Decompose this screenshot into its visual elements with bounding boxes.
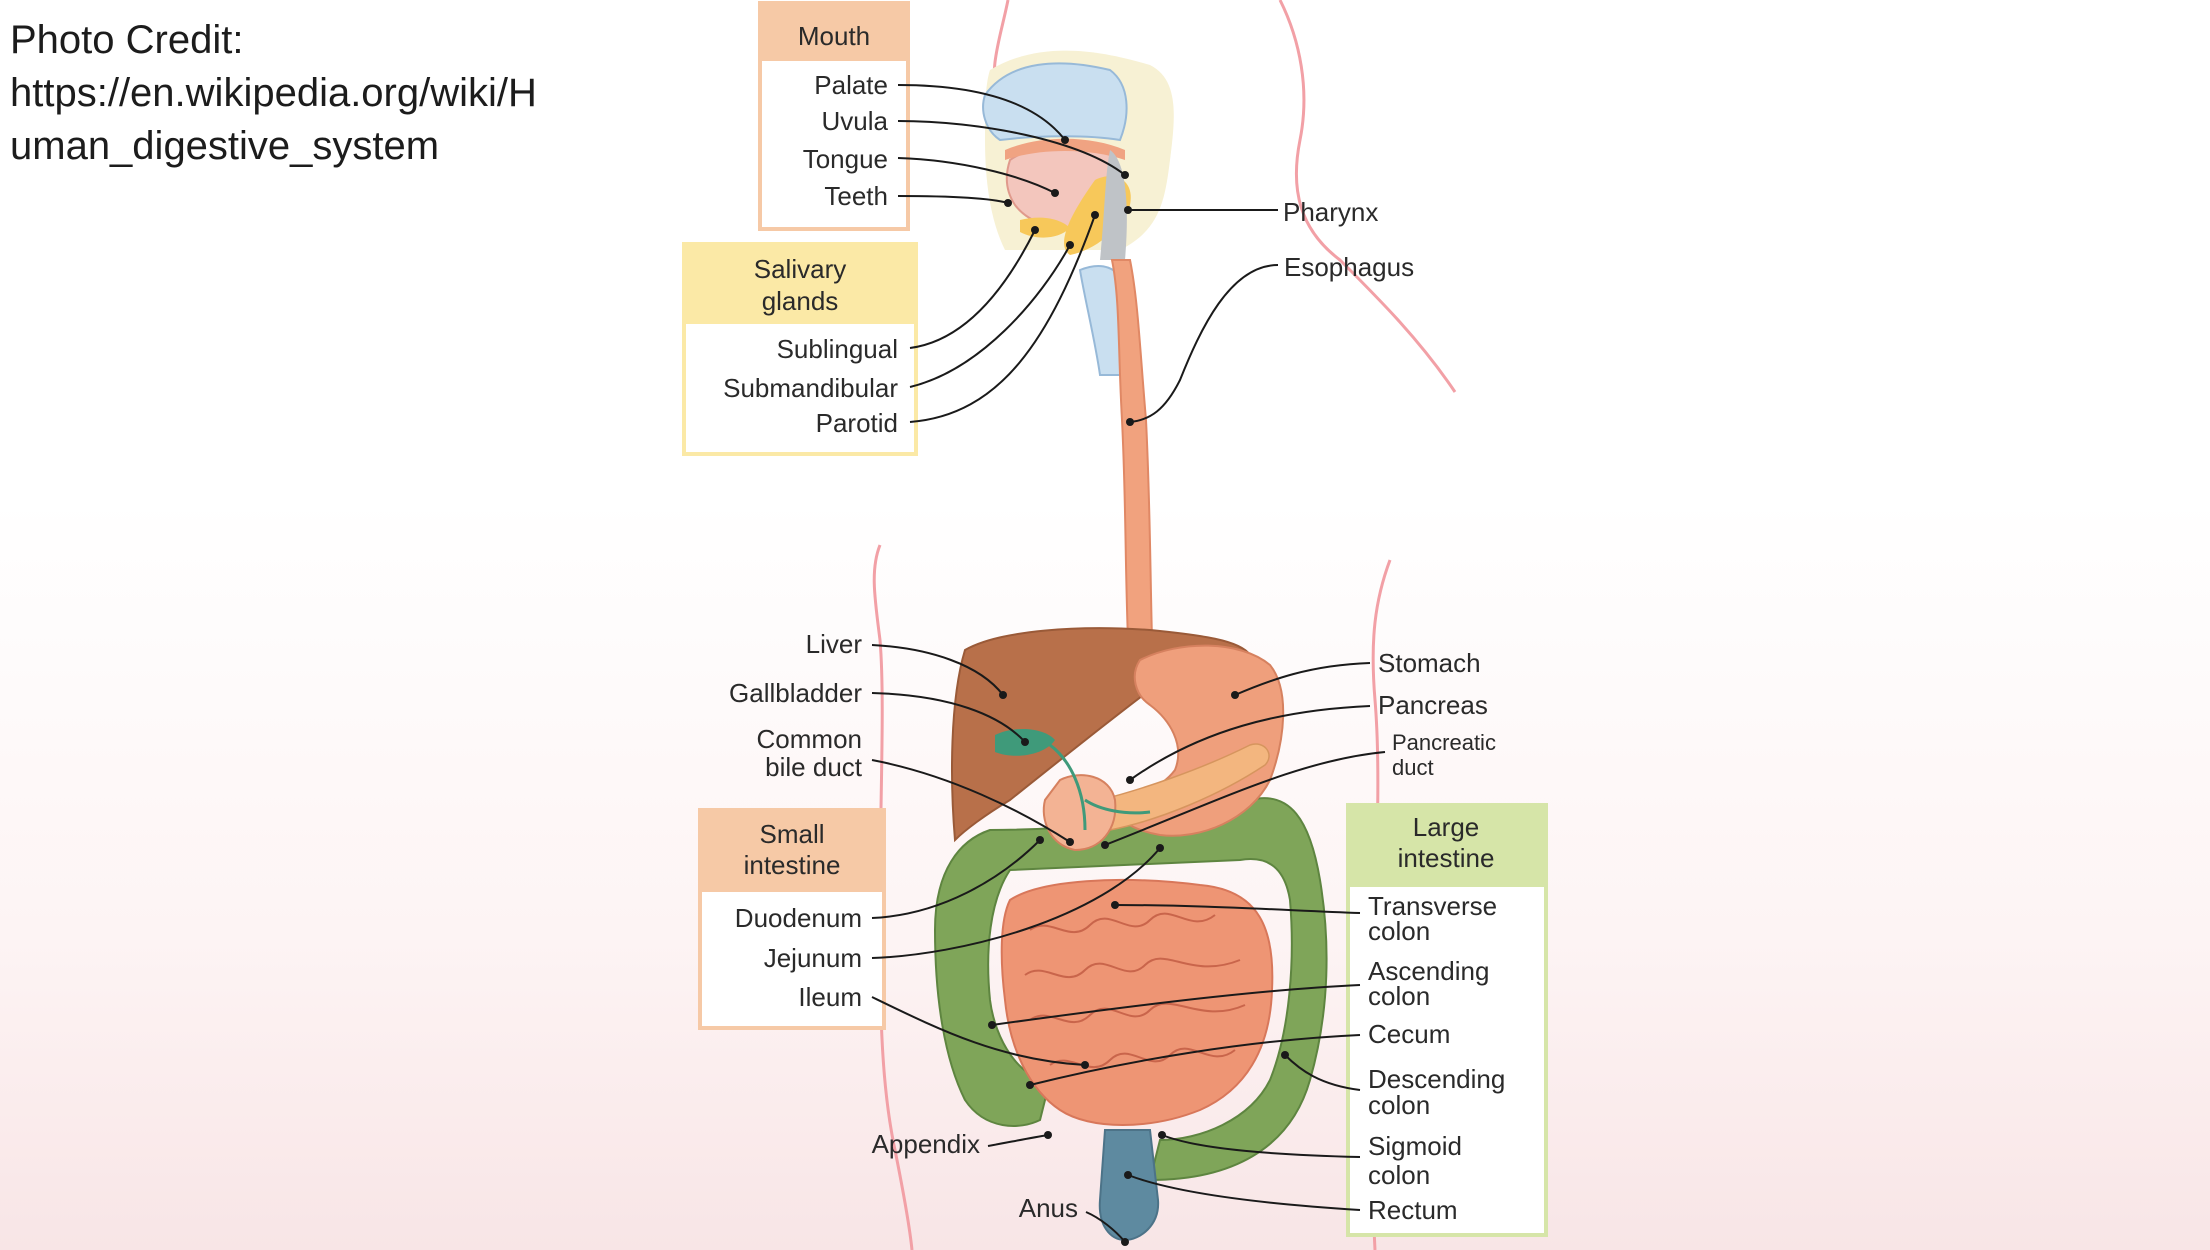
label-transverse-colon-2: colon bbox=[1368, 916, 1430, 946]
label-submandibular: Submandibular bbox=[723, 373, 898, 403]
photo-credit-line-1: Photo Credit: bbox=[10, 18, 244, 62]
label-duodenum: Duodenum bbox=[735, 903, 862, 933]
salivary-group: Salivary glands Sublingual Submandibular… bbox=[682, 242, 918, 456]
photo-credit-line-2: https://en.wikipedia.org/wiki/H bbox=[10, 71, 537, 115]
salivary-title-2: glands bbox=[762, 286, 839, 316]
label-liver: Liver bbox=[806, 629, 863, 659]
label-sublingual: Sublingual bbox=[777, 334, 898, 364]
label-common-bile-duct-1: Common bbox=[757, 724, 862, 754]
mouth-group: Mouth Palate Uvula Tongue Teeth bbox=[758, 1, 910, 231]
label-pancreatic-duct-1: Pancreatic bbox=[1392, 730, 1496, 755]
salivary-header bbox=[684, 244, 916, 324]
label-sigmoid-colon-1: Sigmoid bbox=[1368, 1131, 1462, 1161]
mouth-header bbox=[760, 3, 908, 61]
label-ascending-colon-2: colon bbox=[1368, 981, 1430, 1011]
bile-duct-shape bbox=[1049, 743, 1151, 831]
small-intestine-title-2: intestine bbox=[744, 850, 841, 880]
large-intestine-title-2: intestine bbox=[1398, 843, 1495, 873]
leader-lines bbox=[871, 84, 1386, 1246]
label-anus: Anus bbox=[1019, 1193, 1078, 1223]
esophagus-shape bbox=[1110, 259, 1154, 641]
pancreas-shape bbox=[1099, 743, 1270, 831]
pharynx-shape bbox=[1100, 150, 1127, 260]
label-descending-colon-1: Descending bbox=[1368, 1064, 1505, 1094]
label-common-bile-duct-2: bile duct bbox=[765, 752, 863, 782]
palate-shape bbox=[1005, 138, 1125, 160]
label-pharynx: Pharynx bbox=[1283, 197, 1378, 227]
rectum-shape bbox=[1098, 1129, 1160, 1242]
label-parotid: Parotid bbox=[816, 408, 898, 438]
label-tongue: Tongue bbox=[803, 144, 888, 174]
salivary-title-1: Salivary bbox=[754, 254, 846, 284]
label-uvula: Uvula bbox=[822, 106, 889, 136]
mouth-title: Mouth bbox=[798, 21, 870, 51]
label-descending-colon-2: colon bbox=[1368, 1090, 1430, 1120]
large-intestine-title-1: Large bbox=[1413, 812, 1480, 842]
photo-credit: Photo Credit: https://en.wikipedia.org/w… bbox=[10, 14, 537, 173]
large-intestine-group: Large intestine Transverse colon Ascendi… bbox=[1346, 803, 1548, 1237]
label-cecum: Cecum bbox=[1368, 1019, 1450, 1049]
label-gallbladder: Gallbladder bbox=[729, 678, 862, 708]
duodenum-shape bbox=[1042, 774, 1117, 852]
small-intestine-header bbox=[700, 810, 884, 892]
label-ascending-colon-1: Ascending bbox=[1368, 956, 1489, 986]
label-sigmoid-colon-2: colon bbox=[1368, 1160, 1430, 1190]
label-pancreas: Pancreas bbox=[1378, 690, 1488, 720]
label-ileum: Ileum bbox=[798, 982, 862, 1012]
label-jejunum: Jejunum bbox=[764, 943, 862, 973]
head-anatomy bbox=[982, 50, 1174, 376]
large-intestine-header bbox=[1348, 805, 1546, 887]
photo-credit-line-3: uman_digestive_system bbox=[10, 124, 440, 168]
label-esophagus: Esophagus bbox=[1284, 252, 1414, 282]
label-transverse-colon-1: Transverse bbox=[1368, 891, 1497, 921]
label-palate: Palate bbox=[814, 70, 888, 100]
label-stomach: Stomach bbox=[1378, 648, 1481, 678]
label-rectum: Rectum bbox=[1368, 1195, 1458, 1225]
label-pancreatic-duct-2: duct bbox=[1392, 755, 1434, 780]
label-teeth: Teeth bbox=[824, 181, 888, 211]
nasal-cavity-shape bbox=[982, 62, 1128, 142]
label-appendix: Appendix bbox=[872, 1129, 980, 1159]
small-intestine-title-1: Small bbox=[759, 819, 824, 849]
small-intestine-group: Small intestine Duodenum Jejunum Ileum bbox=[698, 808, 886, 1030]
small-intestine-shape bbox=[1000, 879, 1274, 1126]
